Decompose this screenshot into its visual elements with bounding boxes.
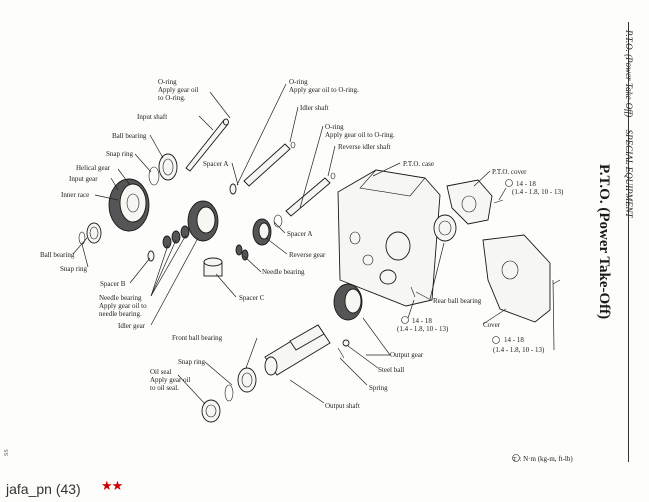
torque-symbols: [401, 179, 520, 462]
label-oil-seal: Oil seal: [150, 368, 172, 376]
pto-case-part: [337, 169, 441, 307]
output-shaft-part: [264, 324, 331, 376]
label-spring: Spring: [369, 384, 388, 392]
label-snap-ring-2: Snap ring: [60, 265, 88, 273]
input-shaft-part: [185, 118, 229, 172]
label-spacer-b: Spacer B: [100, 280, 126, 288]
torque-legend-text: : N·m (kg-m, ft-lb): [519, 455, 573, 463]
torque-legend: T : N·m (kg-m, ft-lb): [508, 455, 573, 463]
snap-ring-1-part: [148, 166, 160, 186]
label-rear-ball-bearing: Rear ball bearing: [433, 297, 482, 305]
label-output-gear: Output gear: [390, 351, 424, 359]
spacer-c-part: [203, 257, 223, 277]
footer-bar: jafa_pn (43) ★★: [0, 478, 649, 502]
label-oil-seal-note: Apply gear oil to oil seal.: [150, 376, 191, 392]
label-reverse-gear: Reverse gear: [289, 251, 326, 259]
idler-gear-part: [187, 200, 219, 242]
label-spacer-a-2: Spacer A: [287, 230, 313, 238]
label-helical-gear: Helical gear: [76, 164, 111, 172]
ball-bearing-1-part: [158, 153, 178, 181]
label-idler-shaft: Idler shaft: [300, 104, 329, 112]
label-pto-cover: P.T.O. cover: [492, 168, 527, 176]
label-ball-bearing-2: Ball bearing: [40, 251, 75, 259]
label-o-ring-1-note: Apply gear oil to O-ring.: [158, 86, 199, 102]
needle-bearing-2-part: [235, 244, 249, 261]
label-o-ring-1: O-ring: [158, 78, 177, 86]
label-snap-ring-1: Snap ring: [106, 150, 134, 158]
label-snap-ring-3: Snap ring: [178, 358, 206, 366]
spring-part: [337, 347, 345, 359]
label-needle-bearing-1: Needle bearing: [99, 294, 142, 302]
label-needle-bearing-1-note: Apply gear oil to needle bearing.: [99, 302, 147, 318]
label-output-shaft: Output shaft: [325, 402, 360, 410]
label-spacer-c: Spacer C: [239, 294, 265, 302]
oil-seal-part: [201, 399, 221, 423]
snap-ring-2-part: [78, 231, 86, 245]
label-front-ball-bearing: Front ball bearing: [172, 334, 223, 342]
label-pto-case: P.T.O. case: [403, 160, 434, 168]
label-o-ring-3: O-ring: [325, 123, 344, 131]
label-needle-bearing-2: Needle bearing: [262, 268, 305, 276]
label-spacer-a-1: Spacer A: [203, 160, 229, 168]
label-torque-3-units: (1.4 - 1.8, 10 - 13): [493, 346, 545, 354]
steel-ball-part: [342, 339, 350, 347]
label-torque-2-units: (1.4 - 1.8, 10 - 13): [397, 325, 449, 333]
rating-stars-icon: ★★: [101, 479, 123, 494]
front-ball-bearing-part: [237, 367, 257, 393]
label-torque-3: 14 - 18: [504, 336, 524, 344]
seller-username[interactable]: jafa_pn (43): [6, 481, 81, 497]
label-input-shaft: Input shaft: [137, 113, 168, 121]
bolt-1: [410, 286, 416, 298]
label-o-ring-3-note: Apply gear oil to O-ring.: [325, 131, 395, 139]
label-torque-1-units: (1.4 - 1.8, 10 - 13): [512, 188, 564, 196]
idler-shaft-part: [243, 143, 291, 187]
leader-lines: [72, 83, 555, 405]
cover-part: [482, 234, 561, 323]
label-reverse-idler-shaft: Reverse idler shaft: [338, 143, 391, 151]
label-idler-gear: Idler gear: [118, 322, 146, 330]
label-o-ring-2-note: Apply gear oil to O-ring.: [289, 86, 359, 94]
label-o-ring-2: O-ring: [289, 78, 308, 86]
header-rule: [628, 22, 629, 462]
label-torque-2: 14 - 18: [412, 317, 432, 325]
label-steel-ball: Steel ball: [378, 366, 405, 374]
label-torque-1: 14 - 18: [516, 180, 536, 188]
torque-legend-symbol: T: [513, 457, 517, 463]
ball-bearing-2-part: [86, 222, 102, 244]
pto-cover-part: [446, 179, 504, 225]
snap-ring-3-part: [224, 384, 234, 402]
label-input-gear: Input gear: [69, 175, 98, 183]
output-gear-part: [333, 283, 363, 321]
reverse-idler-shaft-part: [285, 177, 331, 217]
input-gear-part: [108, 178, 150, 232]
side-code: SS: [4, 449, 10, 456]
reverse-gear-part: [252, 218, 272, 246]
label-inner-race: Inner race: [61, 191, 90, 199]
rear-ball-bearing-part: [433, 214, 457, 242]
label-ball-bearing-1: Ball bearing: [112, 132, 147, 140]
label-cover: Cover: [483, 321, 501, 329]
